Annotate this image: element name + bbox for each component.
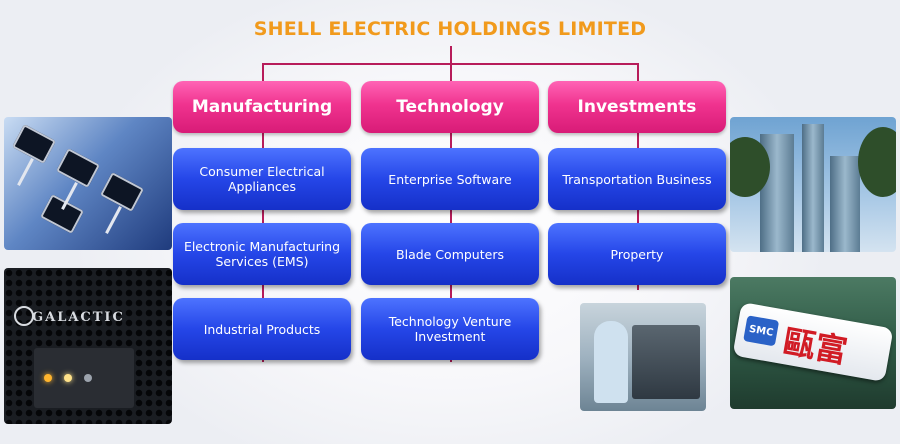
smc-logo: SMC (743, 315, 780, 347)
taxi-sign-text: 甌富 (780, 322, 851, 371)
connector-col3-drop (637, 63, 639, 81)
server-front-panel (34, 348, 134, 408)
taxi-roof-sign: SMC 甌富 (732, 302, 894, 382)
connector-root-stem (450, 46, 452, 65)
diagram-title: SHELL ELECTRIC HOLDINGS LIMITED (253, 18, 647, 40)
skyscraper-photo (730, 117, 896, 252)
item-transportation-business: Transportation Business (548, 148, 726, 210)
column-header-manufacturing: Manufacturing (173, 81, 351, 133)
item-blade-computers: Blade Computers (361, 223, 539, 285)
item-consumer-electrical-appliances: Consumer Electrical Appliances (173, 148, 351, 210)
factory-worker-photo (580, 303, 706, 411)
server-brand-text: GALACTIC (32, 310, 125, 325)
connector-col3-spine (637, 130, 639, 290)
item-industrial-products: Industrial Products (173, 298, 351, 360)
column-header-technology: Technology (361, 81, 539, 133)
taxi-fleet-photo: SMC 甌富 (730, 277, 896, 409)
connector-col1-drop (262, 63, 264, 81)
item-technology-venture-investment: Technology Venture Investment (361, 298, 539, 360)
column-header-investments: Investments (548, 81, 726, 133)
item-property: Property (548, 223, 726, 285)
connector-col2-drop (450, 63, 452, 81)
galactic-logo-icon (14, 306, 34, 326)
electronic-components-photo (4, 117, 172, 250)
server-rack-photo: GALACTIC (4, 268, 172, 424)
item-enterprise-software: Enterprise Software (361, 148, 539, 210)
item-electronic-manufacturing-services: Electronic Manufacturing Services (EMS) (173, 223, 351, 285)
